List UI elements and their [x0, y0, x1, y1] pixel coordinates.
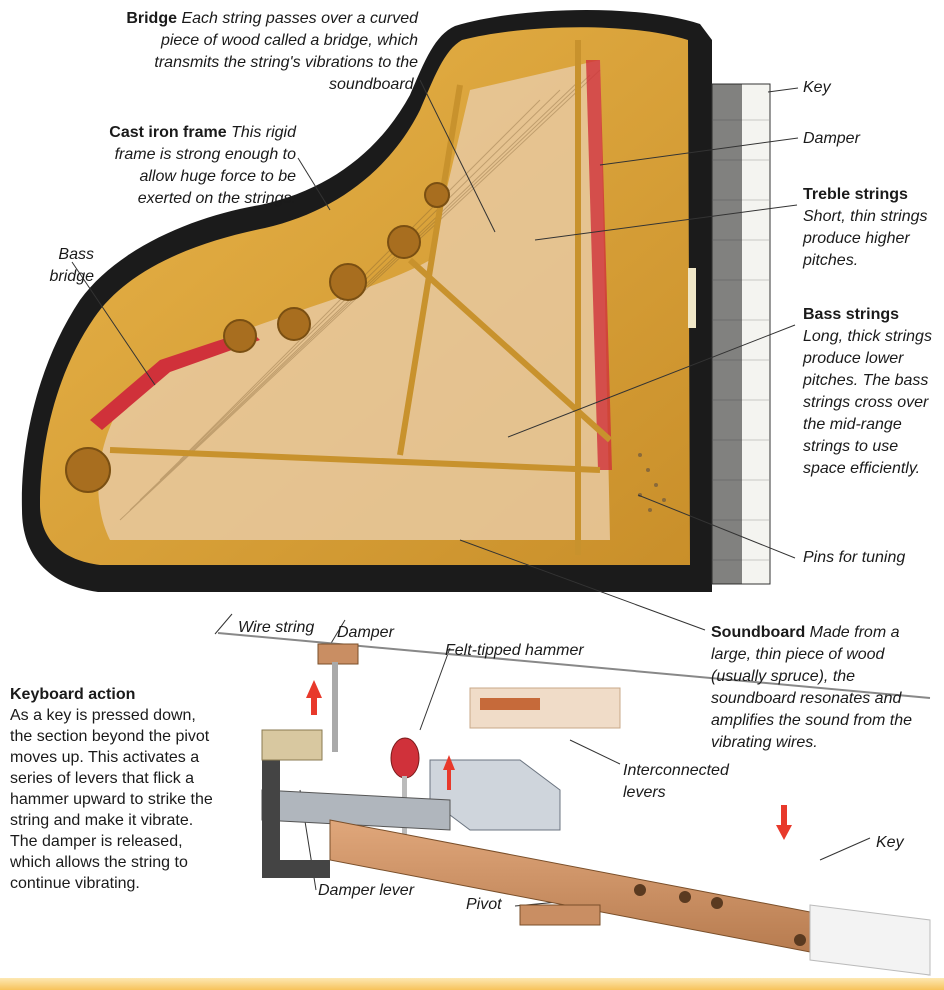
bridge-title: Bridge	[126, 10, 177, 27]
pins-label: Pins for tuning	[803, 547, 943, 569]
keyboard-action-caption: Keyboard action As a key is pressed down…	[10, 684, 215, 894]
treble-strings-title: Treble strings	[803, 186, 908, 203]
soundboard-text: Made from a large, thin piece of wood (u…	[711, 624, 912, 751]
keyboard-action-title: Keyboard action	[10, 684, 215, 705]
interconnected-line1: Interconnected	[623, 762, 729, 779]
damper-lever-label: Damper lever	[318, 880, 438, 902]
bass-bridge-line1: Bass	[58, 246, 94, 263]
bass-bridge-label: Bass bridge	[34, 244, 94, 288]
soundboard-label: Soundboard Made from a large, thin piece…	[711, 622, 936, 754]
pivot-label: Pivot	[466, 894, 526, 916]
bass-bridge-line2: bridge	[50, 268, 94, 285]
interconnected-levers-label: Interconnected levers	[623, 760, 783, 804]
bridge-text: Each string passes over a curved piece o…	[154, 10, 418, 93]
cast-iron-frame-label: Cast iron frame This rigid frame is stro…	[100, 122, 296, 210]
interconnected-line2: levers	[623, 784, 666, 801]
bridge-label: Bridge Each string passes over a curved …	[108, 8, 418, 96]
damper-label-top: Damper	[803, 128, 923, 150]
treble-strings-label: Treble strings Short, thin strings produ…	[803, 184, 939, 272]
cast-iron-frame-title: Cast iron frame	[109, 124, 226, 141]
soundboard-title: Soundboard	[711, 624, 805, 641]
bass-strings-title: Bass strings	[803, 306, 899, 323]
felt-hammer-label: Felt-tipped hammer	[445, 640, 645, 662]
keyboard-action-text: As a key is pressed down, the section be…	[10, 707, 213, 892]
treble-strings-text: Short, thin strings produce higher pitch…	[803, 208, 928, 269]
key-label-action: Key	[876, 832, 936, 854]
bass-strings-text: Long, thick strings produce lower pitche…	[803, 328, 932, 477]
key-label-top: Key	[803, 77, 923, 99]
bottom-accent-bar	[0, 978, 944, 990]
piano-case	[22, 10, 770, 592]
bass-strings-label: Bass strings Long, thick strings produce…	[803, 304, 939, 480]
damper-action-label: Damper	[337, 622, 427, 644]
